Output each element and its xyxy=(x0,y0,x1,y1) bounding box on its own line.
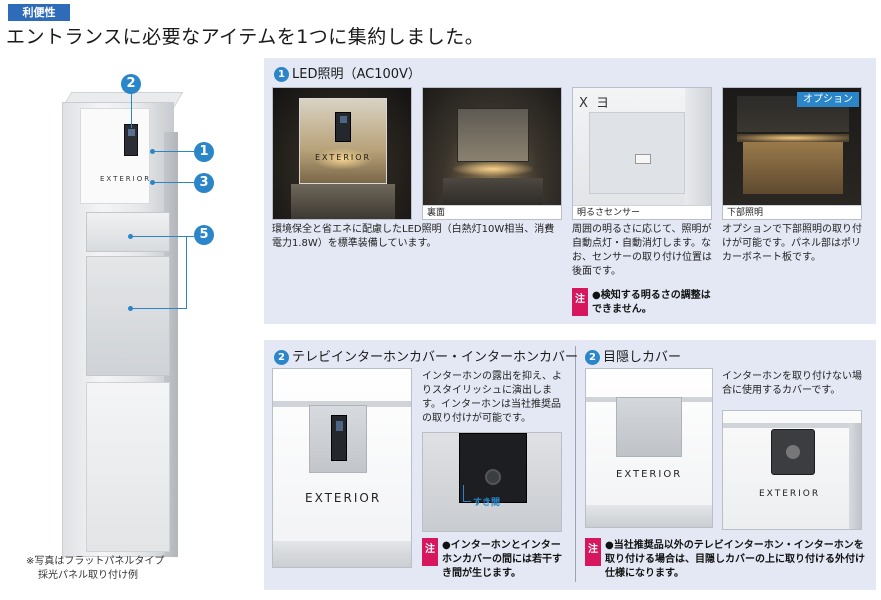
led-desc-1: 環境保全と省エネに配慮したLED照明（白熱灯10W相当、消費電力1.8W）を標準… xyxy=(272,224,555,249)
led-desc-3: オプションで下部照明の取り付けが可能です。パネル部はポリカーボネート板です。 xyxy=(722,224,862,263)
blind-cover-external-ledge xyxy=(723,423,861,428)
led-photo-bottom-glow xyxy=(737,134,849,142)
photo-note: ※写真はフラットパネルタイプ 採光パネル取り付け例 xyxy=(26,555,164,583)
intercom-gap-photo: すき間 xyxy=(422,432,562,532)
marker-5: 5 xyxy=(194,225,214,245)
option-badge: オプション xyxy=(797,92,859,107)
blind-cover-note: ●当社推奨品以外のテレビインターホン・インターホンを取り付ける場合は、目隠しカバ… xyxy=(605,540,865,579)
photo-note-line2: 採光パネル取り付け例 xyxy=(38,570,138,581)
intercom-cover-note: ●インターホンとインターホンカバーの間には若干すき間が生じます。 xyxy=(442,540,562,579)
post-mailbox-top xyxy=(86,212,170,252)
blind-cover-external-text: EXTERIOR xyxy=(759,489,821,499)
led-glow xyxy=(313,148,373,170)
marker-5-leader-vertical xyxy=(186,236,187,308)
product-illustration: EXTERIOR 2 1 3 5 xyxy=(0,62,262,562)
blind-cover-external-photo: EXTERIOR xyxy=(722,410,862,530)
led-photo-sensor-side xyxy=(685,88,711,207)
speaker-icon xyxy=(485,469,501,485)
marker-1-leader xyxy=(152,151,194,152)
intercom-cover-number: 2 xyxy=(274,350,289,365)
section-divider xyxy=(575,346,576,582)
intercom-cover-note-mark: 注 xyxy=(422,538,438,566)
intercom-cover-photo-ledge xyxy=(273,401,411,407)
led-photo-sensor-corner-text: X ヨ xyxy=(579,96,612,111)
post-exterior-text: EXTERIOR xyxy=(100,175,152,183)
gap-label: すき間 xyxy=(473,498,501,508)
blind-cover-plate xyxy=(616,397,682,457)
marker-5-dot-bottom xyxy=(128,306,133,311)
led-photo-back: 裏面 xyxy=(422,87,562,220)
blind-cover-number: 2 xyxy=(585,350,600,365)
intercom-cover-photo: EXTERIOR xyxy=(272,368,412,568)
marker-3-leader xyxy=(152,182,194,183)
led-photo-bottom-caption: 下部照明 xyxy=(723,205,861,219)
marker-2: 2 xyxy=(121,74,141,94)
page-title: エントランスに必要なアイテムを1つに集約しました。 xyxy=(6,26,485,48)
blind-cover-photo-base xyxy=(586,505,712,527)
led-photo-back-glow xyxy=(453,162,533,176)
led-photo-bottom: オプション 下部照明 xyxy=(722,87,862,220)
intercom-gap-device xyxy=(459,433,527,503)
blind-cover-desc: インターホンを取り付けない場合に使用するカバーです。 xyxy=(722,371,862,396)
sensor-icon xyxy=(635,154,651,164)
marker-5-leader-top xyxy=(130,236,194,237)
led-photo-back-base xyxy=(443,178,543,206)
blind-cover-note-mark: 注 xyxy=(585,538,601,566)
led-photo-front: EXTERIOR xyxy=(272,87,412,220)
post-intercom xyxy=(124,124,138,156)
intercom-cover-desc: インターホンの露出を抑え、よりスタイリッシュに演出します。インターホンは当社推奨… xyxy=(422,371,562,424)
intercom-cover-title-text: テレビインターホンカバー・インターホンカバー xyxy=(292,350,579,365)
led-photo-back-housing xyxy=(457,108,529,162)
photo-note-line1: ※写真はフラットパネルタイプ xyxy=(26,556,165,567)
led-section-number: 1 xyxy=(274,67,289,82)
blind-cover-exterior-text: EXTERIOR xyxy=(616,469,683,480)
post-lower-panel xyxy=(86,382,170,552)
led-photo-front-text: EXTERIOR xyxy=(315,153,372,162)
led-title-text: LED照明（AC100V） xyxy=(292,67,421,82)
led-photo-sensor-panel xyxy=(589,112,685,194)
category-tag: 利便性 xyxy=(8,4,70,21)
led-note-text: ●検知する明るさの調整はできません。 xyxy=(592,290,711,315)
led-photo-back-caption: 裏面 xyxy=(423,205,561,219)
led-photo-bottom-panel xyxy=(743,142,843,194)
marker-5-leader-bottom xyxy=(130,308,187,309)
intercom-cover-photo-base xyxy=(273,541,411,567)
led-photo-front-box xyxy=(291,184,395,219)
gap-indicator xyxy=(463,485,464,501)
led-photo-sensor: X ヨ 明るさセンサー xyxy=(572,87,712,220)
gap-indicator-tick xyxy=(463,501,471,502)
external-intercom-button xyxy=(786,445,800,459)
led-photo-sensor-caption: 明るさセンサー xyxy=(573,205,711,219)
intercom-cover-exterior-text: EXTERIOR xyxy=(305,491,382,505)
led-desc-2: 周囲の明るさに応じて、照明が自動点灯・自動消灯します。なお、センサーの取り付け位… xyxy=(572,224,712,277)
blind-cover-photo: EXTERIOR xyxy=(585,368,713,528)
marker-3: 3 xyxy=(194,173,214,193)
post-mailbox-door xyxy=(86,256,170,376)
led-photo-front-intercom xyxy=(335,112,351,142)
blind-cover-external-side xyxy=(849,423,861,529)
intercom-device xyxy=(331,415,347,461)
led-note-mark: 注 xyxy=(572,288,588,316)
marker-1: 1 xyxy=(194,142,214,162)
post-light-panel xyxy=(80,108,150,204)
marker-2-leader xyxy=(131,94,132,128)
blind-cover-title-text: 目隠しカバー xyxy=(603,350,682,365)
